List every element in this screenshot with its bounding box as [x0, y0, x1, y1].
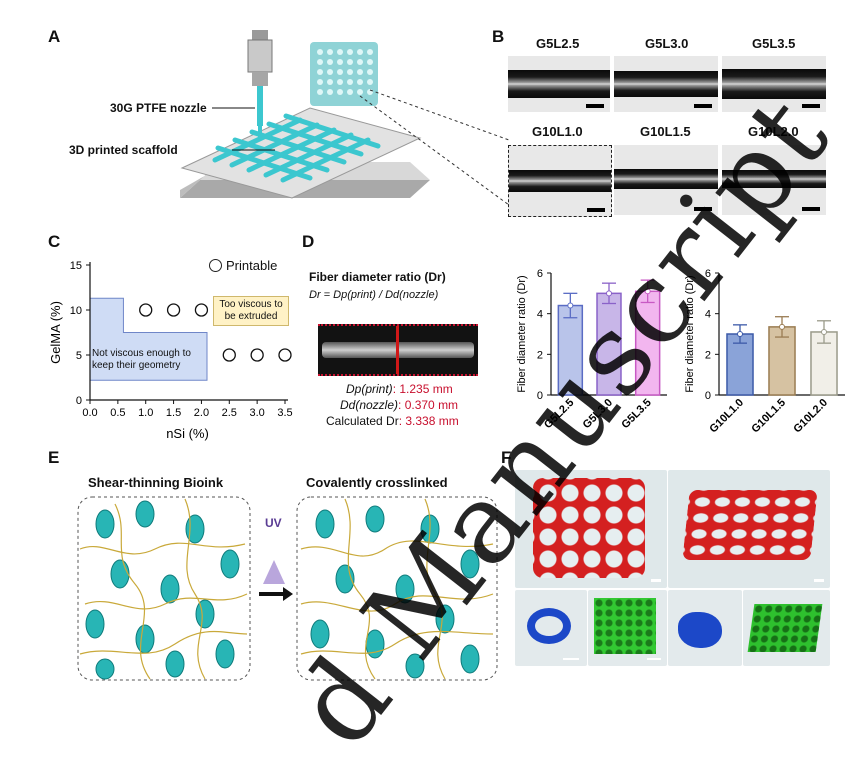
y-tick-label: 0	[537, 390, 543, 402]
green-grid-photo	[588, 590, 667, 666]
y-tick-label: 0	[76, 395, 82, 407]
red-scaffold-photo-top	[515, 470, 667, 588]
panel-f-letter: F	[501, 448, 512, 467]
mean-marker	[644, 288, 651, 295]
sample-label-g10l15: G10L1.5	[640, 124, 691, 139]
y-tick-label: 5	[76, 350, 82, 362]
mean-marker	[821, 328, 827, 335]
printability-scatter-chart: 0.0 0.5 1.0 1.5 2.0 2.5 3.0 3.5 0 5 10 15 nSi (%) Gel…	[48, 260, 293, 441]
calc-row: Calculated Dr: 3.338 mm	[326, 414, 459, 428]
y-axis-label: Fiber diameter ratio (Dr)	[684, 275, 696, 392]
panel-e-letter: E	[48, 448, 60, 467]
y-tick-label: 10	[70, 305, 82, 317]
not-viscous-label: Not viscous enough to keep their geometr…	[92, 348, 191, 371]
y-tick-label: 0	[705, 390, 711, 402]
blue-blob-photo	[668, 590, 742, 666]
mean-marker	[737, 331, 743, 337]
x-tick-label: 3.0	[249, 407, 264, 419]
x-tick-label: 0.0	[82, 407, 97, 419]
fiber-image-g5l35	[722, 56, 826, 112]
mean-marker	[567, 302, 574, 309]
y-axis-label: Fiber diameter ratio (Dr)	[516, 275, 528, 392]
y-axis-label: GelMA (%)	[48, 301, 63, 364]
dp-row: Dp(print): 1.235 mm	[346, 382, 453, 396]
data-point	[139, 303, 153, 317]
y-tick-label: 4	[537, 309, 543, 321]
too-viscous-box: Too viscous to be extruded	[213, 296, 289, 326]
y-tick-label: 2	[705, 349, 711, 361]
mean-marker	[779, 323, 785, 330]
x-tick-label: 3.5	[277, 407, 292, 419]
category-label: G10L1.0	[707, 397, 746, 436]
crosslinked-title: Covalently crosslinked	[306, 475, 448, 490]
x-tick-label: 1.5	[166, 407, 181, 419]
y-tick-label: 15	[70, 260, 82, 272]
panel-b-letter: B	[492, 27, 505, 46]
data-point	[250, 348, 264, 362]
x-axis-label: nSi (%)	[166, 426, 209, 441]
x-tick-label: 0.5	[110, 407, 125, 419]
fiber-image-g10l10	[508, 145, 612, 217]
panel-a-letter: A	[48, 27, 61, 46]
sample-label-g10l20: G10L2.0	[748, 124, 799, 139]
green-lattice-photo	[743, 590, 830, 666]
mean-marker	[606, 290, 612, 297]
bioink-schematic	[77, 496, 498, 681]
fiber-image-g10l15	[614, 145, 718, 215]
y-tick-label: 2	[537, 349, 543, 361]
scaffold-label: 3D printed scaffold	[69, 143, 178, 157]
sample-label-g10l10: G10L1.0	[532, 124, 583, 139]
uv-label: UV	[265, 516, 282, 530]
data-point	[278, 348, 292, 362]
data-point	[194, 303, 209, 317]
dd-row: Dd(nozzle): 0.370 mm	[340, 398, 459, 412]
printable-legend: Printable	[209, 258, 277, 273]
x-tick-label: 2.5	[222, 407, 237, 419]
data-point	[166, 303, 181, 317]
y-tick-label: 6	[537, 268, 543, 280]
fiber-image-g5l25	[508, 56, 610, 112]
x-tick-label: 1.0	[138, 407, 153, 419]
panel-c-letter: C	[48, 232, 61, 251]
shear-thinning-title: Shear-thinning Bioink	[88, 475, 224, 490]
red-scaffold-photo-angled	[668, 470, 830, 588]
category-label: G10L1.5	[749, 397, 788, 436]
category-label: G10L2.0	[791, 397, 830, 436]
fiber-image-g5l30	[614, 56, 718, 112]
fiber-image-g10l20	[722, 145, 826, 215]
data-point	[222, 348, 236, 362]
sample-label-g5l25: G5L2.5	[536, 36, 580, 51]
sample-label-g5l35: G5L3.5	[752, 36, 796, 51]
y-tick-label: 6	[705, 268, 711, 280]
legend-circle-icon	[209, 259, 222, 272]
dr-formula: Dr = Dp(print) / Dd(nozzle)	[309, 289, 439, 301]
sample-label-g5l30: G5L3.0	[645, 36, 689, 51]
nozzle-label: 30G PTFE nozzle	[110, 101, 207, 115]
bar	[768, 326, 796, 396]
printer-illustration	[180, 30, 510, 205]
y-tick-label: 4	[705, 309, 711, 321]
blue-ring-photo	[515, 590, 587, 666]
panel-d-letter: D	[302, 232, 315, 251]
dr-title: Fiber diameter ratio (Dr)	[309, 270, 446, 284]
x-tick-label: 2.0	[194, 407, 209, 419]
fiber-measure-image	[318, 324, 478, 376]
